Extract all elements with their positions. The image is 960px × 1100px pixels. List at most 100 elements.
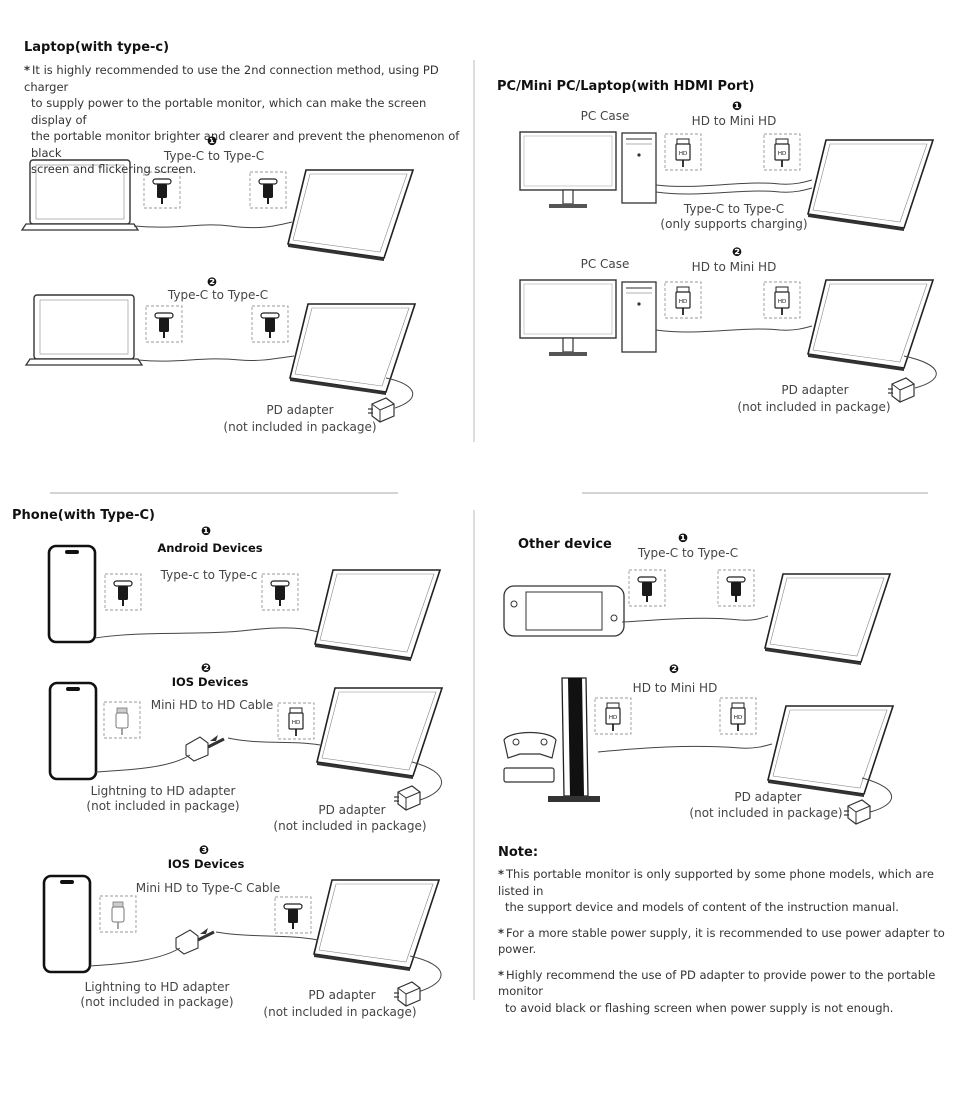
other-method-1-number: ❶ [677, 531, 689, 545]
laptop-bullet-line-2: to supply power to the portable monitor,… [31, 96, 427, 127]
lightning-plug-icon [103, 701, 141, 739]
note-item-1: *This portable monitor is only supported… [498, 866, 948, 916]
laptop-recommendation: *It is highly recommended to use the 2nd… [24, 62, 464, 178]
hd-plug-icon [277, 702, 315, 740]
note-item-2: *For a more stable power supply, it is r… [498, 925, 948, 958]
portable-monitor-illustration [314, 569, 441, 662]
type-c-plug-icon [251, 305, 289, 343]
note-item-2-line-1: For a more stable power supply, it is re… [498, 925, 945, 957]
portable-monitor-illustration [807, 279, 934, 372]
hd-plug-icon [594, 697, 632, 735]
handheld-console-illustration [503, 585, 625, 637]
portable-monitor-illustration [313, 879, 440, 972]
desktop-monitor-illustration [519, 131, 617, 209]
laptop-method-1-cable: Type-C to Type-C [163, 149, 265, 163]
laptop-illustration [25, 294, 143, 366]
lightning-to-hd-adapter-icon [184, 733, 226, 763]
type-c-plug-icon [628, 569, 666, 607]
phone-method-3-pd-label: PD adapter [308, 988, 376, 1002]
phone-section-title: Phone(with Type-C) [12, 508, 155, 523]
laptop-method-2-number: ❷ [206, 275, 218, 289]
phone-method-1-number: ❶ [200, 524, 212, 538]
pc-method-2-cable: HD to Mini HD [691, 260, 777, 274]
phone-method-2-cable: Mini HD to HD Cable [150, 698, 274, 712]
phone-method-2-pd-label: PD adapter [318, 803, 386, 817]
pc-method-1-charge-note: (only supports charging) [660, 217, 808, 231]
other-pd-adapter-note: (not included in package) [689, 806, 843, 820]
phone-illustration [48, 681, 98, 781]
type-c-plug-icon [717, 569, 755, 607]
phone-method-2-pd-note: (not included in package) [273, 819, 427, 833]
phone-method-2-adapter-label: Lightning to HD adapter [90, 784, 236, 798]
pc-case-illustration [621, 132, 657, 204]
phone-method-3-adapter-note: (not included in package) [80, 995, 234, 1009]
game-console-illustration [548, 677, 600, 802]
laptop-bullet-line-1: It is highly recommended to use the 2nd … [24, 63, 439, 94]
other-method-1-cable: Type-C to Type-C [637, 546, 739, 560]
other-pd-adapter-label: PD adapter [734, 790, 802, 804]
hd-plug-icon [719, 697, 757, 735]
pc-method-1-number: ❶ [731, 99, 743, 113]
phone-method-2-adapter-note: (not included in package) [86, 799, 240, 813]
type-c-plug-icon [274, 896, 312, 934]
laptop-method-1-number: ❶ [206, 134, 218, 148]
phone-method-3-pd-note: (not included in package) [263, 1005, 417, 1019]
hd-plug-icon [763, 281, 801, 319]
bullet-star: * [498, 867, 505, 881]
bullet-star: * [498, 967, 505, 982]
type-c-plug-icon [145, 305, 183, 343]
laptop-method-2-cable: Type-C to Type-C [167, 288, 269, 302]
bullet-star: * [498, 925, 505, 940]
hd-plug-icon [664, 281, 702, 319]
pd-adapter-icon [887, 377, 915, 403]
phone-method-2-number: ❷ [200, 661, 212, 675]
phone-illustration [42, 874, 92, 974]
laptop-bullet-line-3: the portable monitor brighter and cleare… [31, 129, 460, 160]
lightning-plug-icon [99, 895, 137, 933]
portable-monitor-illustration [287, 169, 414, 262]
desktop-monitor-illustration [519, 279, 617, 357]
pc-section-title: PC/Mini PC/Laptop(with HDMI Port) [497, 79, 755, 94]
pc-case-illustration [621, 281, 657, 353]
other-section-title: Other device [518, 537, 612, 552]
pc-method-1-charge-cable: Type-C to Type-C [683, 202, 785, 216]
phone-method-3-cable: Mini HD to Type-C Cable [135, 881, 281, 895]
note-item-3: *Highly recommend the use of PD adapter … [498, 967, 948, 1017]
note-list: *This portable monitor is only supported… [498, 866, 948, 1016]
lightning-to-hd-adapter-icon [174, 926, 216, 956]
note-item-3-line-1: Highly recommend the use of PD adapter t… [498, 967, 936, 999]
phone-method-2-device: IOS Devices [171, 675, 249, 689]
other-method-2-cable: HD to Mini HD [632, 681, 718, 695]
type-c-plug-icon [104, 573, 142, 611]
console-base-illustration [503, 767, 555, 783]
phone-method-1-device: Android Devices [157, 541, 263, 555]
note-title: Note: [498, 845, 539, 860]
note-item-1-line-2: the support device and models of content… [505, 900, 899, 914]
pc-method-1-case-label: PC Case [580, 109, 630, 123]
game-controller-illustration [503, 731, 557, 759]
hd-plug-icon [664, 133, 702, 171]
type-c-plug-icon [261, 573, 299, 611]
phone-method-3-device: IOS Devices [167, 857, 245, 871]
pc-method-2-case-label: PC Case [580, 257, 630, 271]
bullet-star: * [24, 63, 31, 77]
laptop-pd-adapter-label: PD adapter [266, 403, 334, 417]
phone-method-3-adapter-label: Lightning to HD adapter [84, 980, 230, 994]
pc-method-1-cable: HD to Mini HD [691, 114, 777, 128]
phone-illustration [47, 544, 97, 644]
phone-method-1-cable: Type-c to Type-c [160, 568, 258, 582]
pc-pd-adapter-note: (not included in package) [737, 400, 891, 414]
portable-monitor-illustration [767, 705, 894, 798]
phone-method-3-number: ❸ [198, 843, 210, 857]
laptop-pd-adapter-note: (not included in package) [223, 420, 377, 434]
pc-pd-adapter-label: PD adapter [781, 383, 849, 397]
laptop-section-title: Laptop(with type-c) [24, 40, 170, 55]
hd-plug-icon [763, 133, 801, 171]
portable-monitor-illustration [807, 139, 934, 232]
pc-method-2-number: ❷ [731, 245, 743, 259]
portable-monitor-illustration [289, 303, 416, 396]
note-item-1-line-1: This portable monitor is only supported … [498, 867, 934, 898]
laptop-bullet-line-4: screen and flickering screen. [31, 162, 197, 176]
other-method-2-number: ❷ [668, 662, 680, 676]
